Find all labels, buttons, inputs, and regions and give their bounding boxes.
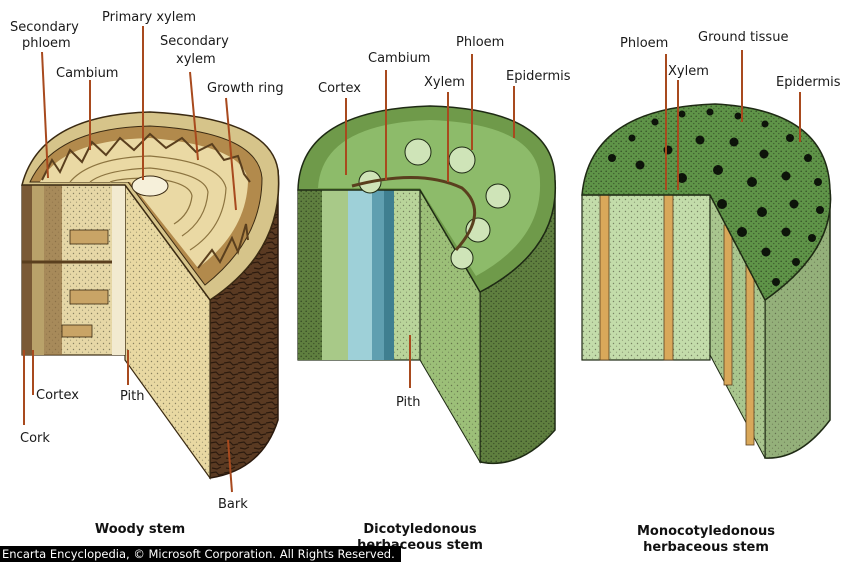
- label-cambium: Cambium: [56, 66, 118, 81]
- caption-monocot-line1: Monocotyledonous: [637, 524, 775, 539]
- label-epidermis: Epidermis: [776, 75, 841, 90]
- label-ground-tissue: Ground tissue: [698, 30, 788, 45]
- copyright-credit-bar: Encarta Encyclopedia, © Microsoft Corpor…: [0, 546, 401, 562]
- label-primary-xylem: Primary xylem: [102, 10, 196, 25]
- label-cortex: Cortex: [318, 81, 361, 96]
- label-cortex: Cortex: [36, 388, 79, 403]
- label-pith: Pith: [120, 389, 145, 404]
- label-phloem: Phloem: [456, 35, 504, 50]
- caption-monocot-line2: herbaceous stem: [643, 540, 769, 555]
- label-bark: Bark: [218, 497, 248, 512]
- caption-dicot-line1: Dicotyledonous: [363, 522, 477, 537]
- label-secondary-phloem-line2: phloem: [22, 36, 71, 51]
- label-xylem: Xylem: [424, 75, 465, 90]
- label-secondary-phloem-line1: Secondary: [10, 20, 79, 35]
- label-cambium: Cambium: [368, 51, 430, 66]
- label-secondary-xylem-line1: Secondary: [160, 34, 229, 49]
- monocot-stem-illustration: [582, 104, 830, 458]
- label-xylem: Xylem: [668, 64, 709, 79]
- label-growth-ring: Growth ring: [207, 81, 284, 96]
- label-secondary-xylem-line2: xylem: [176, 52, 216, 67]
- caption-woody-stem: Woody stem: [95, 522, 185, 537]
- dicot-stem-illustration: [298, 106, 555, 463]
- label-epidermis: Epidermis: [506, 69, 571, 84]
- label-phloem: Phloem: [620, 36, 668, 51]
- label-cork: Cork: [20, 431, 50, 446]
- woody-stem-illustration: [22, 112, 279, 478]
- label-pith: Pith: [396, 395, 421, 410]
